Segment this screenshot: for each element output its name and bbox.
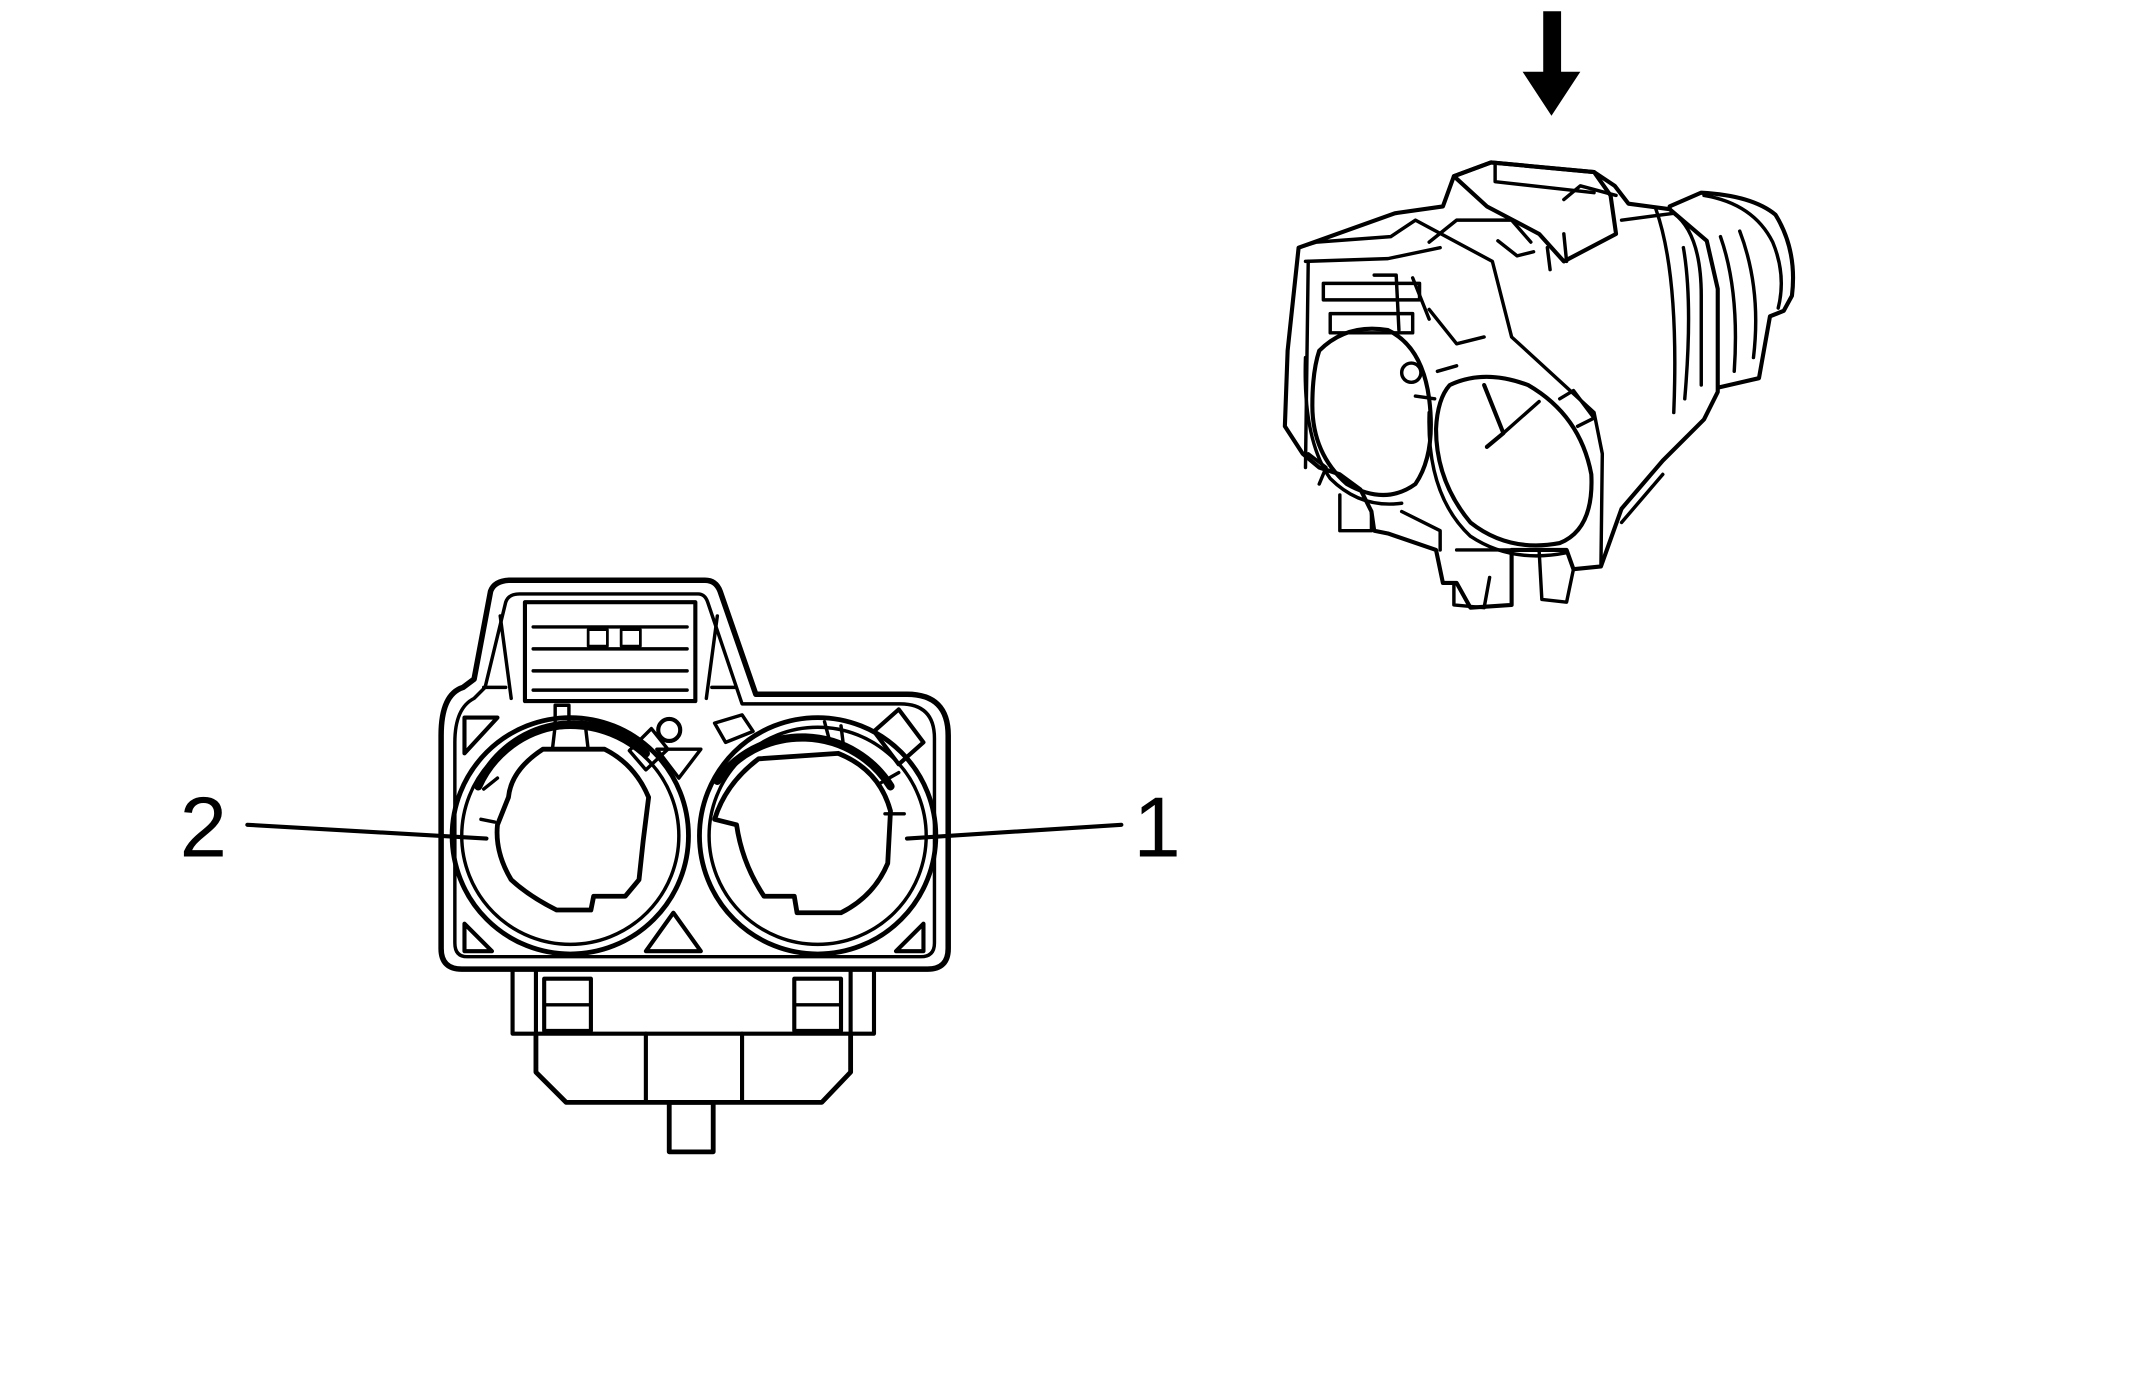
iso-latch — [1427, 160, 1619, 272]
housing-corner-reliefs — [462, 715, 926, 954]
front-housing-outline — [438, 577, 951, 972]
iso-cavity-2 — [1303, 326, 1433, 506]
iso-front-face — [1296, 218, 1605, 569]
leader-line-2 — [245, 822, 489, 841]
leader-line-1 — [904, 822, 1124, 841]
connector-front-view: 2 1 — [180, 577, 1181, 1155]
iso-cavity-1 — [1399, 361, 1596, 558]
cavity-1 — [697, 707, 939, 957]
connector-isometric-view — [1282, 11, 1796, 610]
iso-side-ribs — [1619, 207, 1703, 525]
cavity-2 — [449, 703, 691, 957]
callout-pin-2: 2 — [180, 780, 227, 875]
callout-pin-1: 1 — [1133, 780, 1180, 875]
locating-hole — [656, 716, 683, 744]
front-latch — [481, 600, 737, 704]
iso-bottom-lugs — [1338, 493, 1576, 610]
down-arrow-icon — [1522, 11, 1581, 116]
front-housing-inner — [453, 592, 937, 959]
front-bottom-lugs — [510, 967, 877, 1155]
